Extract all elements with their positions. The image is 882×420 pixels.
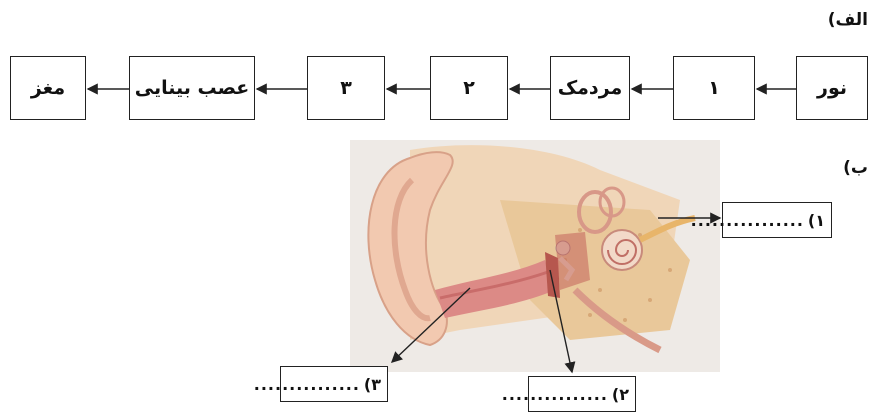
answer-box-1[interactable]: ۱) ................ bbox=[722, 202, 832, 238]
answer-number-1: ۱) bbox=[808, 211, 825, 230]
answer-number-2: ۲) bbox=[612, 385, 629, 404]
flow-box-brain: مغز bbox=[10, 56, 86, 120]
answer-number-3: ۳) bbox=[364, 375, 381, 394]
flow-box-light: نور bbox=[796, 56, 868, 120]
flow-box-2: ۲ bbox=[430, 56, 508, 120]
flow-box-optic-nerve: عصب بینایی bbox=[129, 56, 255, 120]
flow-box-1: ۱ bbox=[673, 56, 755, 120]
answer-blank-2: ............... bbox=[502, 385, 608, 404]
answer-blank-1: ................ bbox=[691, 211, 804, 230]
part-b-label: ب) bbox=[843, 158, 868, 178]
part-a-label: الف) bbox=[828, 10, 868, 30]
answer-blank-3: ............... bbox=[254, 375, 360, 394]
flow-box-pupil: مردمک bbox=[550, 56, 630, 120]
answer-box-3[interactable]: ۳) ............... bbox=[280, 366, 388, 402]
ear-anatomy-illustration bbox=[350, 140, 720, 372]
answer-box-2[interactable]: ۲) ............... bbox=[528, 376, 636, 412]
flow-box-3: ۳ bbox=[307, 56, 385, 120]
